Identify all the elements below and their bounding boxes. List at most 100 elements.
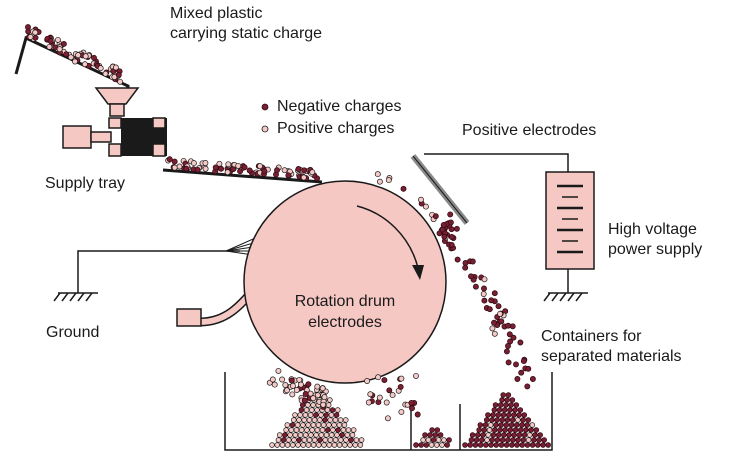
positive-particle (295, 442, 301, 448)
negative-particle (508, 422, 515, 428)
positive-particle (67, 54, 74, 61)
negative-particle (501, 432, 507, 438)
positive-particle (365, 399, 372, 406)
negative-particle (477, 422, 484, 428)
positive-particle (309, 407, 315, 413)
positive-particle (320, 401, 327, 408)
positive-particle (289, 382, 296, 389)
positive-particle (327, 417, 333, 423)
negative-particle (448, 234, 455, 240)
negative-particle (432, 213, 439, 220)
positive-particle (292, 432, 299, 438)
negative-particle (444, 442, 450, 448)
negative-particle (333, 412, 340, 418)
negative-particle (545, 442, 551, 448)
negative-particle (523, 427, 529, 433)
negative-particle (422, 432, 428, 438)
negative-particle (499, 437, 506, 443)
positive-particle (311, 417, 318, 423)
negative-particle (509, 442, 515, 448)
ground-symbol-right (543, 292, 588, 302)
positive-particle (342, 442, 348, 448)
bracket-left-top (108, 117, 122, 129)
negative-particle (483, 442, 489, 448)
negative-particle (322, 417, 328, 423)
motor-box (62, 125, 92, 149)
positive-particle (309, 427, 315, 433)
positive-particle (331, 442, 338, 448)
bracket-right-bottom (152, 143, 166, 157)
negative-particle (301, 397, 308, 404)
positive-particle (282, 382, 289, 388)
positive-particle (327, 397, 333, 403)
positive-particle (350, 427, 357, 433)
positive-particle (413, 372, 419, 379)
negative-particle (47, 38, 54, 45)
negative-particle (60, 40, 67, 47)
positive-particle (274, 442, 280, 448)
positive-particle (293, 387, 300, 393)
positive-particle (102, 70, 109, 77)
positive-particle (72, 58, 78, 65)
label-drum-line2: electrodes (308, 314, 382, 331)
positive-particle (304, 427, 310, 433)
negative-particle (441, 233, 448, 240)
negative-particle (429, 427, 435, 433)
positive-particle (321, 442, 327, 448)
negative-particle (285, 172, 292, 179)
label-ground: Ground (46, 324, 100, 341)
positive-particle (428, 442, 435, 448)
positive-particle (314, 392, 321, 399)
negative-particle (499, 397, 505, 403)
legend-negative-label: Negative charges (277, 98, 402, 115)
positive-particle (318, 432, 325, 438)
positive-particle (375, 374, 382, 381)
positive-particle (319, 385, 326, 392)
separated-material-piles (269, 387, 551, 448)
negative-particle (448, 241, 455, 248)
positive-particle (487, 422, 494, 428)
positive-particle (338, 437, 344, 443)
negative-particle (274, 167, 280, 174)
negative-particle (501, 407, 508, 413)
positive-particle (529, 422, 536, 428)
negative-particle (397, 383, 404, 390)
negative-particle (171, 158, 178, 165)
positive-particle (308, 432, 314, 438)
negative-particle (499, 417, 506, 423)
label-containers-line2: separated materials (541, 348, 682, 365)
negative-particle (280, 437, 287, 443)
negative-particle (514, 376, 521, 382)
negative-particle (288, 377, 295, 384)
negative-particle (462, 442, 468, 448)
negative-particle (430, 437, 437, 443)
positive-particle (291, 417, 297, 423)
positive-particle (315, 422, 322, 428)
positive-particle (439, 442, 445, 448)
positive-particle (294, 422, 301, 428)
negative-particle (488, 442, 494, 448)
negative-particle (515, 437, 521, 443)
negative-particle (324, 427, 331, 433)
positive-particle (318, 412, 324, 418)
negative-particle (446, 437, 452, 443)
positive-particle (298, 427, 305, 433)
negative-particle (519, 442, 525, 448)
negative-particle (508, 402, 514, 408)
negative-particle (510, 334, 517, 341)
positive-particle (202, 160, 209, 166)
negative-particle (504, 417, 511, 423)
ground-wire (77, 250, 240, 293)
positive-particle (301, 417, 307, 423)
positive-particle (484, 437, 490, 443)
positive-particle (306, 437, 313, 443)
negative-particle (477, 442, 484, 448)
negative-particle (301, 167, 308, 174)
positive-particle (284, 442, 291, 448)
negative-particle (517, 407, 524, 413)
negative-particle (497, 402, 504, 408)
label-positive-electrodes: Positive electrodes (462, 122, 597, 139)
positive-particle (292, 412, 298, 418)
negative-particle (212, 164, 219, 171)
positive-particle (297, 432, 304, 438)
